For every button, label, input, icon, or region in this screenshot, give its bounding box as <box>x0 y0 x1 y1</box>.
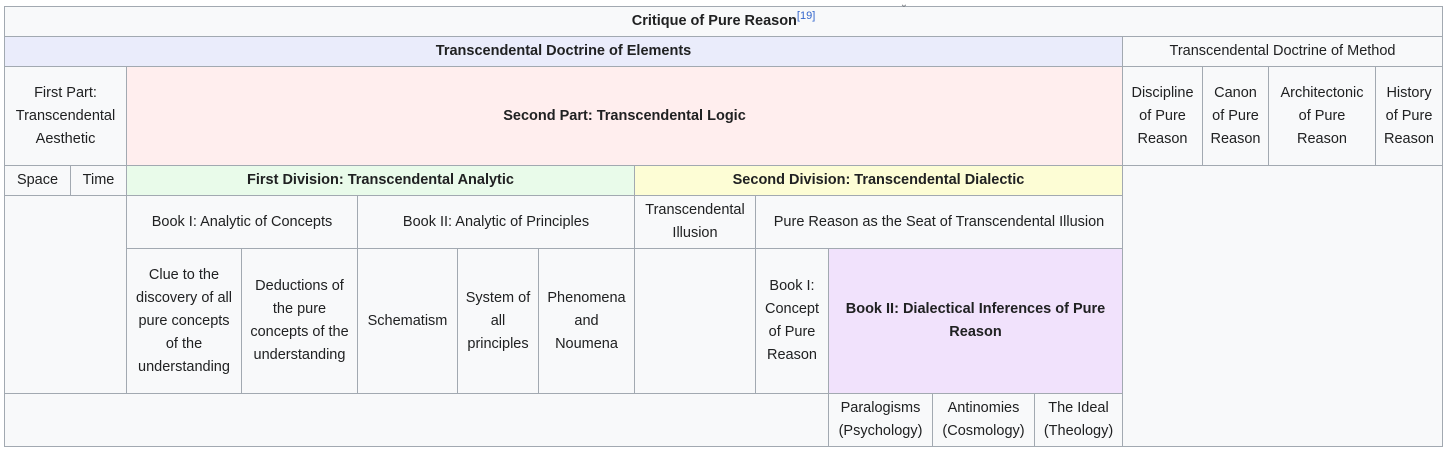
book2-dialectical-inferences: Book II: Dialectical Inferences of Pure … <box>828 248 1123 394</box>
doctrine-method: Transcendental Doctrine of Method <box>1121 36 1444 67</box>
pure-reason-seat: Pure Reason as the Seat of Transcendenta… <box>755 195 1123 249</box>
doctrine-elements: Transcendental Doctrine of Elements <box>4 36 1123 67</box>
phenomena-noumena: Phenomena and Noumena <box>538 248 635 394</box>
method-canon: Canon of Pure Reason <box>1202 66 1269 166</box>
time-cell: Time <box>70 165 127 196</box>
book2-analytic-principles: Book II: Analytic of Principles <box>357 195 635 249</box>
clue-pure-concepts: Clue to the discovery of all pure concep… <box>126 248 242 394</box>
schematism: Schematism <box>357 248 458 394</box>
title-cell: Critique of Pure Reason[19] <box>3 6 1444 37</box>
method-discipline: Discipline of Pure Reason <box>1122 66 1203 166</box>
second-part-logic: Second Part: Transcendental Logic <box>126 66 1123 166</box>
collapse-caret-icon[interactable]: ⌄ <box>899 0 909 10</box>
book1-analytic-concepts: Book I: Analytic of Concepts <box>126 195 358 249</box>
book1-concept-pure-reason: Book I: Concept of Pure Reason <box>755 248 829 394</box>
illusion-filler <box>634 248 756 394</box>
method-filler <box>1121 165 1444 447</box>
method-architectonic: Architectonic of Pure Reason <box>1268 66 1376 166</box>
first-division-analytic: First Division: Transcendental Analytic <box>126 165 635 196</box>
paralogisms: Paralogisms (Psychology) <box>828 393 933 447</box>
space-cell: Space <box>4 165 71 196</box>
second-division-dialectic: Second Division: Transcendental Dialecti… <box>634 165 1123 196</box>
antinomies: Antinomies (Cosmology) <box>932 393 1035 447</box>
structure-table: Critique of Pure Reason[19] Transcendent… <box>3 6 1444 447</box>
title-reference[interactable]: [19] <box>796 10 816 23</box>
the-ideal: The Ideal (Theology) <box>1034 393 1123 447</box>
transcendental-illusion: Transcendental Illusion <box>634 195 756 249</box>
system-of-principles: System of all principles <box>457 248 539 394</box>
first-part-aesthetic: First Part: Transcendental Aesthetic <box>4 66 127 166</box>
aesthetic-filler <box>4 195 127 394</box>
method-history: History of Pure Reason <box>1374 66 1444 166</box>
critique-navbox: ⌄ Critique of Pure Reason[19] Transcende… <box>3 0 1444 447</box>
bottom-filler <box>4 393 829 447</box>
deductions-pure-concepts: Deductions of the pure concepts of the u… <box>241 248 358 394</box>
title[interactable]: Critique of Pure Reason <box>631 13 797 29</box>
